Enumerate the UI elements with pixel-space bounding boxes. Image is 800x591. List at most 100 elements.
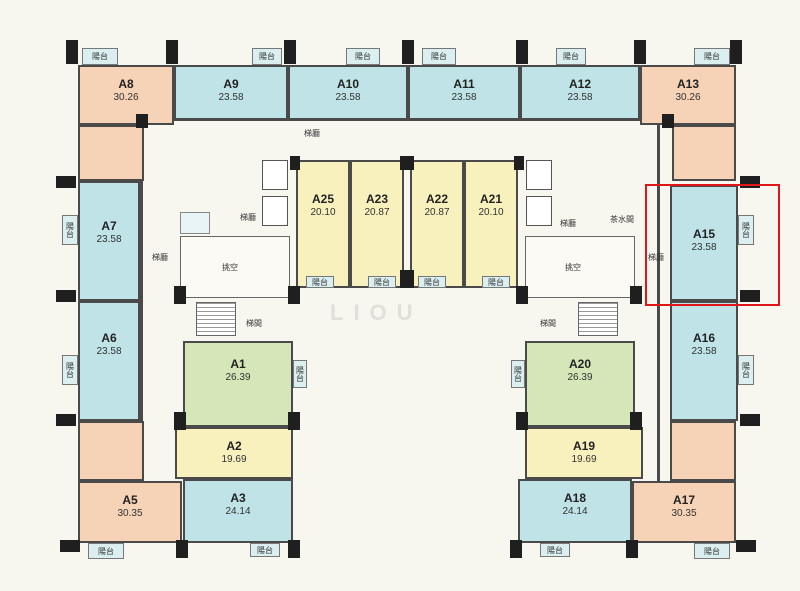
balcony: 陽台 (694, 543, 730, 559)
balcony: 陽台 (556, 48, 586, 65)
unit-name: A11 (453, 77, 475, 91)
pillar (516, 40, 528, 64)
pillar (136, 114, 148, 128)
unit-name: A20 (568, 357, 591, 371)
unit-area: 23.58 (691, 242, 717, 253)
stair-label: 梯間 (246, 319, 262, 328)
unit-a10[interactable]: A10 23.58 (288, 65, 408, 120)
unit-area: 20.87 (424, 207, 450, 218)
balcony: 陽台 (694, 48, 730, 65)
unit-area: 26.39 (567, 372, 593, 383)
unit-name: A10 (336, 77, 359, 91)
unit-a5-annex (78, 421, 144, 481)
tea-room-label: 茶水間 (610, 215, 634, 224)
pillar (174, 412, 186, 430)
unit-a21[interactable]: A21 20.10 (464, 160, 518, 288)
void-right (525, 236, 635, 298)
watermark: LIOU (330, 300, 423, 325)
unit-a15[interactable]: A15 23.58 (670, 185, 738, 301)
unit-area: 23.58 (567, 92, 593, 103)
elevator (262, 160, 288, 190)
unit-a18[interactable]: A18 24.14 (518, 479, 632, 543)
balcony: 陽台 (293, 360, 307, 388)
unit-name: A23 (365, 192, 388, 206)
unit-a1[interactable]: A1 26.39 (183, 341, 293, 427)
unit-area: 23.58 (96, 346, 122, 357)
pillar (400, 156, 414, 170)
unit-name: A9 (223, 77, 239, 91)
unit-a23[interactable]: A23 20.87 (350, 160, 404, 288)
stair-right (578, 302, 618, 336)
pillar (630, 412, 642, 430)
unit-a7[interactable]: A7 23.58 (78, 181, 140, 301)
unit-a8-annex (78, 125, 144, 181)
void-label: 挑空 (565, 263, 581, 272)
stair-left (196, 302, 236, 336)
unit-name: A6 (101, 331, 117, 345)
lift-lobby-label: 梯廳 (240, 213, 256, 222)
balcony: 陽台 (82, 48, 118, 65)
unit-name: A17 (672, 493, 695, 507)
balcony: 陽台 (511, 360, 525, 388)
pillar (176, 540, 188, 558)
unit-a3[interactable]: A3 24.14 (183, 479, 293, 543)
unit-a16[interactable]: A16 23.58 (670, 301, 738, 421)
unit-name: A12 (568, 77, 591, 91)
unit-area: 24.14 (562, 506, 588, 517)
balcony: 陽台 (482, 276, 510, 288)
unit-area: 23.58 (691, 346, 717, 357)
pillar (634, 40, 646, 64)
unit-name: A1 (230, 357, 246, 371)
unit-name: A15 (692, 227, 715, 241)
elevator (262, 196, 288, 226)
pillar (740, 290, 760, 302)
unit-a11[interactable]: A11 23.58 (408, 65, 520, 120)
balcony: 陽台 (250, 543, 280, 557)
pillar (662, 114, 674, 128)
unit-a6[interactable]: A6 23.58 (78, 301, 140, 421)
pillar (516, 286, 528, 304)
unit-area: 24.14 (225, 506, 251, 517)
unit-a8[interactable]: A8 30.26 (78, 65, 174, 125)
unit-a17[interactable]: A17 30.35 (632, 481, 736, 543)
unit-a5[interactable]: A5 30.35 (78, 481, 182, 543)
unit-name: A2 (226, 439, 242, 453)
unit-name: A5 (122, 493, 138, 507)
pillar (514, 156, 524, 170)
unit-name: A16 (692, 331, 715, 345)
pillar (288, 286, 300, 304)
unit-a9[interactable]: A9 23.58 (174, 65, 288, 120)
pillar (730, 40, 742, 64)
unit-name: A22 (425, 192, 448, 206)
unit-a22[interactable]: A22 20.87 (410, 160, 464, 288)
stair-label: 梯間 (540, 319, 556, 328)
unit-a13[interactable]: A13 30.26 (640, 65, 736, 125)
unit-area: 23.58 (218, 92, 244, 103)
corridor-wall (657, 118, 660, 508)
pillar (626, 540, 638, 558)
unit-a12[interactable]: A12 23.58 (520, 65, 640, 120)
balcony: 陽台 (62, 355, 78, 385)
pillar (516, 412, 528, 430)
balcony: 陽台 (418, 276, 446, 288)
unit-a2[interactable]: A2 19.69 (175, 427, 293, 479)
balcony: 陽台 (738, 355, 754, 385)
pillar (166, 40, 178, 64)
unit-area: 20.10 (310, 207, 336, 218)
unit-name: A8 (118, 77, 134, 91)
elevator (526, 160, 552, 190)
unit-a19[interactable]: A19 19.69 (525, 427, 643, 479)
elevator (526, 196, 552, 226)
unit-a25[interactable]: A25 20.10 (296, 160, 350, 288)
unit-a20[interactable]: A20 26.39 (525, 341, 635, 427)
unit-area: 30.35 (671, 508, 697, 519)
unit-area: 30.26 (113, 92, 139, 103)
unit-area: 19.69 (221, 454, 247, 465)
pillar (510, 540, 522, 558)
unit-area: 26.39 (225, 372, 251, 383)
pillar (740, 414, 760, 426)
pillar (66, 40, 78, 64)
unit-area: 20.87 (364, 207, 390, 218)
unit-name: A18 (563, 491, 586, 505)
